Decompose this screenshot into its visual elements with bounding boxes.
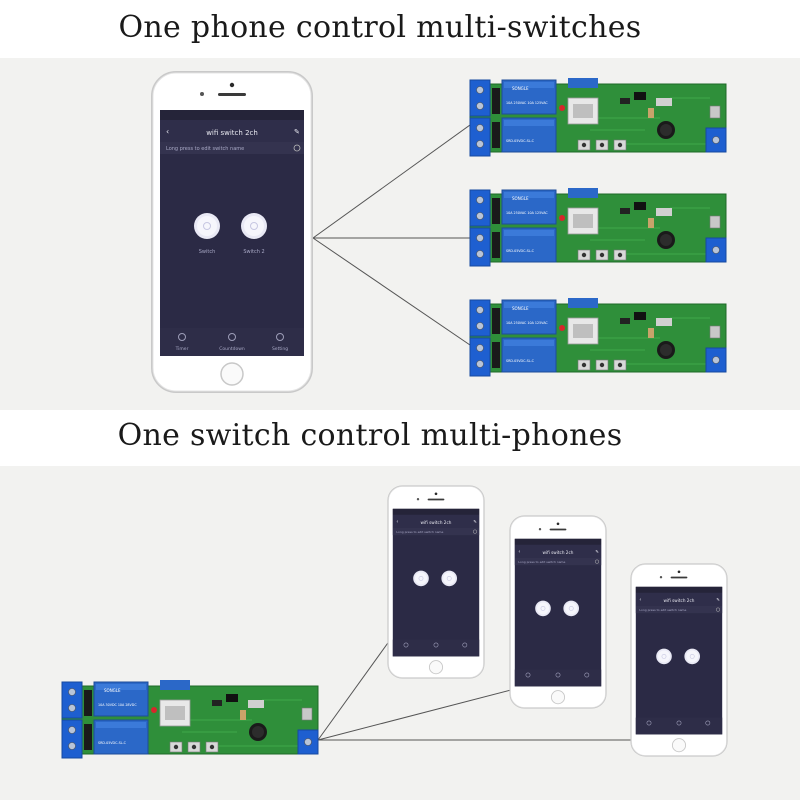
switch-1-label: Switch [199,249,216,255]
relay-model: SRD-05VDC-SL-C [506,359,535,363]
relay-board-2: SONGLE 10A 250VAC 10A 125VAC SRD-05VDC-S… [469,187,727,267]
relay-model: SRD-05VDC-SL-C [98,741,127,745]
app-title: wifi switch 2ch [664,598,695,603]
phone-bottom-3: wifi switch 2ch Long press to edit switc… [630,563,728,757]
relay-rating: 10A 250VAC 10A 125VAC [506,211,548,215]
switch-2-label: Switch 2 [243,249,264,255]
nav-timer-label: Timer [175,346,189,352]
app-hint: Long press to edit switch name [639,608,686,612]
relay-model: SRD-05VDC-SL-C [506,249,535,253]
bottom-heading: One switch control multi-phones [117,418,623,453]
phone-bottom-2: wifi switch 2ch Long press to edit switc… [509,515,607,709]
relay-rating: 10A 250VAC 10A 125VAC [506,321,548,325]
app-title: wifi switch 2ch [206,129,258,137]
relay-board-1: SONGLE 10A 250VAC 10A 125VAC SRD-05VDC-S… [469,77,727,157]
relay-board-3: SONGLE 10A 250VAC 10A 125VAC SRD-05VDC-S… [469,297,727,377]
relay-brand: SONGLE [512,86,529,91]
app-hint: Long press to edit switch name [518,560,565,564]
relay-brand: SONGLE [104,688,121,693]
app-hint: Long press to edit switch name [396,530,443,534]
top-connector-lines [312,124,471,346]
relay-model: SRD-05VDC-SL-C [506,139,535,143]
phone-bottom-1: wifi switch 2ch Long press to edit switc… [387,485,485,679]
bottom-connector-lines [317,639,632,741]
relay-rating: 10A 30VDC 10A 28VDC [98,703,137,707]
top-heading: One phone control multi-switches [118,10,642,45]
relay-board-bottom: SONGLE 10A 30VDC 10A 28VDC SRD-05VDC-SL-… [61,679,319,759]
nav-countdown-label: Countdown [219,346,245,352]
relay-brand: SONGLE [512,306,529,311]
relay-brand: SONGLE [512,196,529,201]
main-phone: wifi switch 2ch Long press to edit switc… [151,71,313,393]
nav-setting-label: Setting [272,346,288,352]
relay-rating: 10A 250VAC 10A 125VAC [506,101,548,105]
app-hint: Long press to edit switch name [166,146,244,152]
app-title: wifi switch 2ch [421,520,452,525]
app-title: wifi switch 2ch [543,550,574,555]
